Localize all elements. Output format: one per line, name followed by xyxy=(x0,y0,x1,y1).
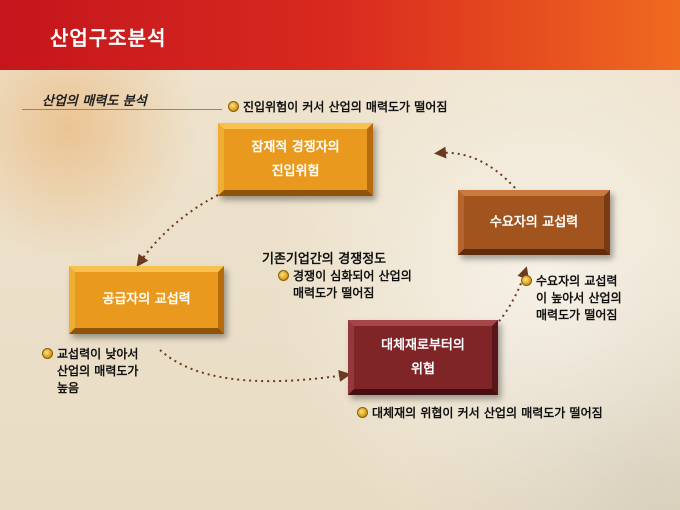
center-title: 기존기업간의 경쟁정도 xyxy=(262,252,387,267)
box-buyer-power-label: 수요자의 교섭력 xyxy=(489,214,579,230)
bullet-icon xyxy=(521,275,532,286)
box-substitutes: 대체재로부터의 위협 xyxy=(348,320,498,395)
note-suppliers-line-3: 높음 xyxy=(57,381,80,395)
note-buyers-line-2: 이 높아서 산업의 xyxy=(536,291,622,305)
bullet-icon xyxy=(357,407,368,418)
note-substitutes-line-1: 대체재의 위협이 커서 산업의 매력도가 떨어짐 xyxy=(372,406,603,420)
box-potential-entrants-label: 잠재적 경쟁자의 진입위험 xyxy=(251,139,340,179)
note-entrants: 진입위험이 커서 산업의 매력도가 떨어짐 xyxy=(228,99,447,116)
bullet-icon xyxy=(278,270,289,281)
box-buyer-power: 수요자의 교섭력 xyxy=(458,190,610,255)
arc-buyers-to-entrants xyxy=(434,146,516,189)
arc-suppliers-to-substitutes xyxy=(159,349,351,383)
note-center-line-1: 경쟁이 심화되어 산업의 xyxy=(293,269,412,283)
bullet-icon xyxy=(42,348,53,359)
box-supplier-power: 공급자의 교섭력 xyxy=(69,266,224,334)
note-buyers-line-1: 수요자의 교섭력 xyxy=(536,274,618,288)
note-suppliers-line-1: 교섭력이 낮아서 xyxy=(57,347,139,361)
note-buyers: 수요자의 교섭력 이 높아서 산업의 매력도가 떨어짐 xyxy=(521,273,622,324)
note-center: 경쟁이 심화되어 산업의 매력도가 떨어짐 xyxy=(278,268,412,302)
note-suppliers: 교섭력이 낮아서 산업의 매력도가 높음 xyxy=(42,346,138,397)
page-title: 산업구조분석 xyxy=(50,26,167,50)
box-potential-entrants: 잠재적 경쟁자의 진입위험 xyxy=(218,123,373,196)
section-title: 산업의 매력도 분석 xyxy=(42,94,147,109)
header-bar: 산업구조분석 xyxy=(0,0,680,70)
box-substitutes-label: 대체재로부터의 위협 xyxy=(381,337,465,377)
note-center-line-2: 매력도가 떨어짐 xyxy=(293,286,375,300)
box-supplier-power-label: 공급자의 교섭력 xyxy=(102,292,191,307)
note-suppliers-line-2: 산업의 매력도가 xyxy=(57,364,139,378)
note-substitutes: 대체재의 위협이 커서 산업의 매력도가 떨어짐 xyxy=(357,405,603,422)
section-underline xyxy=(22,109,222,110)
bullet-icon xyxy=(228,101,239,112)
arc-entrants-to-suppliers xyxy=(136,194,219,267)
note-entrants-line-1: 진입위험이 커서 산업의 매력도가 떨어짐 xyxy=(243,100,448,114)
note-buyers-line-3: 매력도가 떨어짐 xyxy=(536,308,618,322)
